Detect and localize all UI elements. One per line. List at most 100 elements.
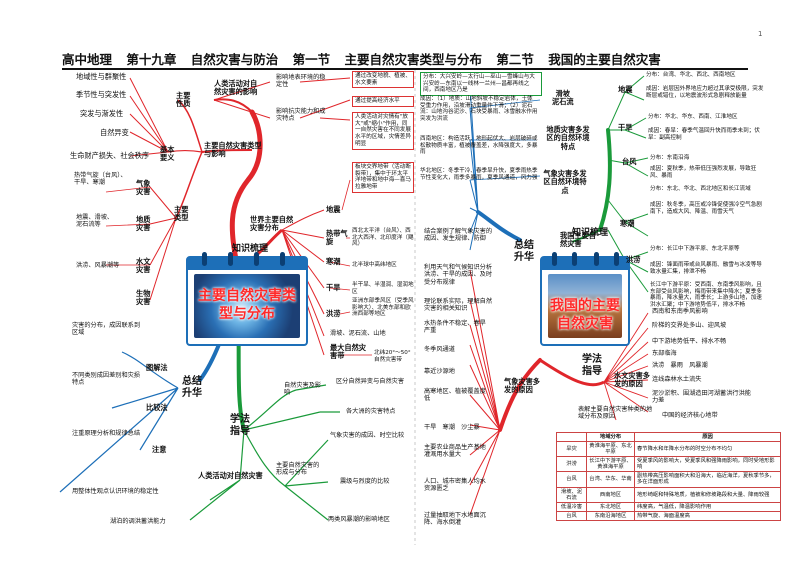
human-impact-label: 人类活动对自然灾害的影响 [214, 79, 258, 97]
feature-a2: 成因：（1）地质：山地斜坡不稳定岩体，土体受重力作用，沿坡滑动重量作下滑；（2）… [420, 96, 538, 123]
summary-c: 注意 [152, 445, 167, 454]
water-item: 东部临海 [652, 350, 677, 357]
method-label-1: 自然灾害及影响 [284, 382, 322, 397]
hydro-type: 水文 灾害 [136, 257, 151, 275]
cause-item: 人口、城市密集人均水资源匮乏 [424, 478, 486, 493]
header-rule [62, 68, 748, 70]
right-cause-items [469, 269, 501, 516]
right-cold-cause: 成因：秋冬季，高压或冷锋促使强冷空气急剧南下，造成大风、降温、雨雪天气 [650, 202, 762, 215]
right-quake-cause: 成因：岩层因外界地应力超过其承受极限，突发断层或错位，以地震波形式急剧释放能量 [646, 86, 764, 99]
cause-item: 过量抽取地下水地面沉降、海水倒灌 [424, 512, 486, 527]
left-card-ring [202, 252, 207, 266]
table-row: 洪涝 长江中下游平原、黄淮海平原 受夏季风的影响大，受夏季风和强降雨影响，同时受… [556, 456, 781, 473]
right-trunk-blue [476, 210, 522, 242]
left-card: 主要自然灾害类型与分布 [186, 252, 308, 346]
geo-type: 地质 灾害 [136, 215, 151, 233]
dist-flood: 洪涝 [326, 309, 341, 318]
right-card-ring [552, 252, 557, 266]
right-main: 我国主要自然灾害 [560, 231, 596, 249]
table-cell: 东北地区 [586, 501, 635, 512]
concept-item: 地域性与群聚性 [76, 72, 127, 81]
water-label: 水文灾害多发的原因 [614, 371, 650, 389]
human-impact-a: 影响地表环境的稳定性 [276, 74, 326, 89]
left-world-dist: 世界主要自然灾害分布 [250, 215, 294, 233]
table-cell: 副热带高压影响面积大和沿海大，临近海洋，夏秋季节多，多在洋面形成 [634, 471, 781, 488]
right-green-main [571, 229, 601, 243]
human-note-c: 人类活动对灾情有"放大"或"缩小"作用，同一自然灾害在不同发展水平的区域，灾情差… [352, 112, 414, 150]
right-trunk-red [498, 358, 542, 432]
water-item: 中下游地势低平、排水不畅 [652, 338, 727, 345]
dist-quake: 地震 [326, 205, 341, 214]
cause-item: 水热条件不稳定、春旱严重 [424, 320, 486, 335]
dist-zone: 最大自然灾害带 [330, 343, 366, 361]
table-row: 台风 台湾、华东、华南 副热带高压影响面积大和沿海大，临近海洋，夏秋季节多，多在… [556, 471, 781, 488]
chapter-number: 第十九章 [126, 52, 177, 67]
left-card-title: 主要自然灾害类型与分布 [198, 288, 296, 322]
concept-item: 自然异变 [100, 128, 129, 137]
right-water-items [603, 312, 649, 421]
dist-tropical: 热带气旋 [326, 229, 348, 247]
left-branch-human [213, 98, 253, 113]
causes-label: 气象灾害多发的原因 [504, 377, 540, 395]
left-types-label: 主要 类型 [174, 205, 189, 223]
left-summary-items [59, 351, 179, 493]
left-summary-label: 总结 升华 [182, 376, 202, 399]
method-item-6: 湖泊的调洪蓄洪能力 [110, 518, 166, 525]
table-cell: 东南沿海地区 [586, 510, 635, 521]
weather-type: 气象 灾害 [136, 179, 151, 197]
geo-items: 地震、滑坡、 泥石流等 [76, 214, 114, 229]
method-label-2: 主要自然灾害的形成与分布 [276, 462, 320, 477]
table-cell: 低温冷害 [556, 501, 587, 512]
right-green-items [607, 75, 649, 293]
concept-item: 突发与渐发性 [80, 109, 124, 118]
dist-drought-note: 半干旱、半湿润、湿润地区 [352, 282, 414, 295]
table-row: 滑坡、泥石流 西南地区 地形崎岖和特殊地质，植被和修坡路段和大量、降雨较强 [556, 486, 781, 503]
dist-flood-note: 亚洲东部季风区（受季风影响大）、北美东部和欧洲西部等地区 [352, 298, 414, 318]
table-cell: 受夏季风的影响大，受夏季风和强降雨影响，同时受地形影响 [634, 456, 781, 473]
feature-a: 分布：大兴安岭—太行山—巫山—雪峰山与大兴安岭—东南以一线林一兰州—昌都再线之间… [420, 72, 542, 97]
dist-cold: 寒潮 [326, 257, 341, 266]
left-card-storm-image [194, 274, 300, 338]
weather-items: 热带气旋（台风）、干旱、寒潮 [74, 172, 127, 187]
right-drought-dist: 分布：华北、华东、西南、江淮地区 [648, 114, 738, 120]
bio-type: 生物 灾害 [136, 289, 151, 307]
left-method-label: 学法 指导 [230, 414, 250, 437]
water-item: 阶梯的交界处多山、迎风坡 [652, 322, 727, 329]
right-card: 我国的主要自然灾害 [540, 252, 630, 346]
table-row: 旱灾 黄淮海平原、东北平原 春节降水和年降水分布的时空分布不均匀 [556, 441, 781, 458]
disaster-table: 地域分布 原因 旱灾 黄淮海平原、东北平原 春节降水和年降水分布的时空分布不均匀… [556, 431, 781, 521]
method-label-3: 人类活动对自然灾害 [198, 471, 263, 480]
right-drought-label: 干旱 [618, 123, 633, 132]
right-blue-features [469, 99, 541, 181]
summary-d: 用整体性观点认识环境的稳定性 [72, 488, 159, 495]
table-header-cell: 地域分布 [586, 431, 635, 443]
left-items-concepts [129, 77, 169, 157]
summary-b: 比较法 [146, 403, 168, 412]
dist-cold-note: 北半球中高纬地区 [352, 262, 397, 268]
table-cell: 西南地区 [586, 486, 635, 503]
table-header-row: 地域分布 原因 [556, 431, 781, 443]
dist-drought: 干旱 [326, 283, 341, 292]
cause-item: 高寒地区、植被覆盖度低 [424, 388, 486, 403]
dist-zone-note: 北纬20°～50°自然灾害带 [374, 350, 411, 363]
course-title: 高中地理 [62, 52, 113, 67]
human-note-b: 通过提高经济水平 [352, 96, 414, 107]
right-card-ring [594, 252, 599, 266]
water-item: 表解主要自然灾害种类的地域分布及原因 [578, 406, 653, 421]
human-impact-b: 影响抗灾能力和成灾特点 [276, 108, 326, 123]
method-item-1: 区分自然异变与自然灾害 [336, 378, 405, 385]
right-card-band [542, 258, 628, 270]
method-item-2: 各大洲的灾害特点 [346, 408, 396, 415]
right-quake-label: 地震 [618, 85, 633, 94]
dist-slide: 滑坡、泥石流、山地 [330, 330, 386, 337]
cause-item: 结合案例了解气象灾害的成因、发生规律、防御 [424, 228, 493, 243]
left-trunk-red [229, 109, 263, 273]
table-cell: 台风 [556, 510, 587, 521]
table-cell: 黄淮海平原、东北平原 [586, 441, 635, 458]
feature-c-note: 西南地区：构造活跃、地形起伏大、岩层破碎或松散物质丰富，植被覆盖差，水降强度大，… [420, 136, 538, 156]
right-card-rock-image [548, 274, 622, 338]
right-typhoon-label: 台风 [622, 157, 637, 166]
water-item: 连线森林水土流失 [652, 376, 702, 383]
left-branch-types [175, 151, 203, 219]
